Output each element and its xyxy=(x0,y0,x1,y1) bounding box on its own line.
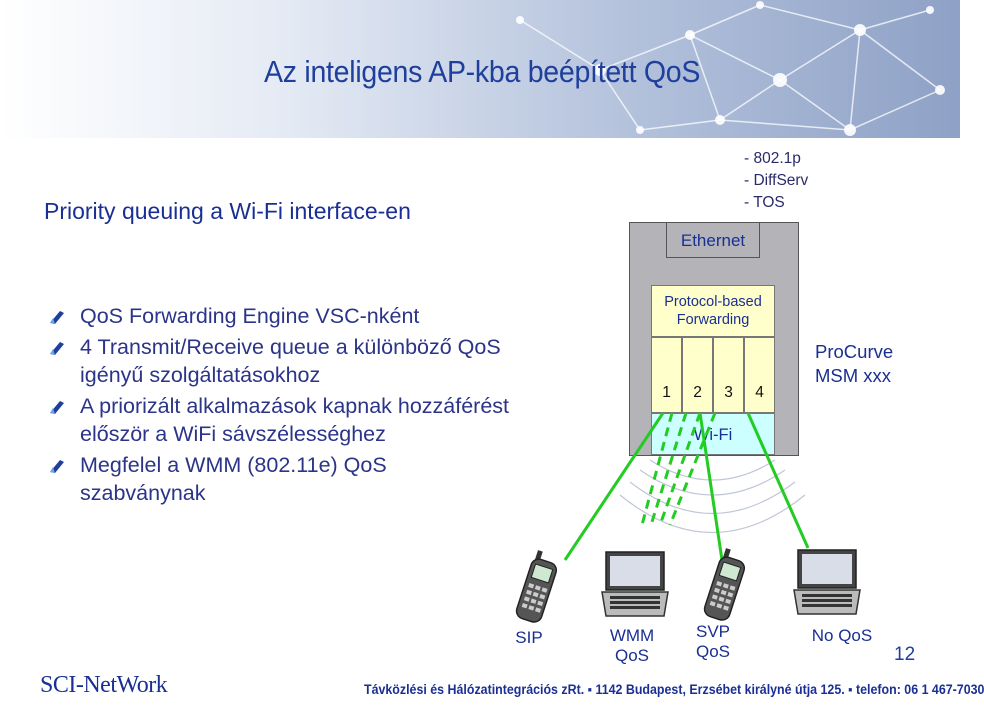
queue-4: 4 xyxy=(744,337,775,413)
ray-noqos xyxy=(746,412,810,549)
mobile-phone-icon xyxy=(515,550,558,623)
ethernet-port: Ethernet xyxy=(666,222,760,258)
bullet-text: A priorizált alkalmazások kapnak hozzáfé… xyxy=(80,394,510,446)
laptop-icon xyxy=(793,549,861,615)
bullet-text: 4 Transmit/Receive queue a különböző QoS… xyxy=(80,335,501,387)
bullet-item: QoS Forwarding Engine VSC-nként xyxy=(48,302,518,330)
client-label-line: SIP xyxy=(515,628,543,647)
ray-wmm xyxy=(658,412,702,526)
bullet-text: QoS Forwarding Engine VSC-nként xyxy=(80,304,420,328)
ray-sip xyxy=(563,412,665,561)
bullet-icon xyxy=(50,460,64,473)
bullet-item: 4 Transmit/Receive queue a különböző QoS… xyxy=(48,333,518,389)
client-label-sip: SIP xyxy=(508,628,550,648)
page-title: Az inteligens AP-kba beépített QoS xyxy=(264,54,701,89)
network-graphic xyxy=(516,1,945,136)
ethernet-tag: - 802.1p xyxy=(744,150,801,167)
ethernet-tag: - DiffServ xyxy=(744,172,809,189)
bullet-text: Megfelel a WMM (802.11e) QoS szabványnak xyxy=(80,453,387,505)
header-banner: Az inteligens AP-kba beépített QoS xyxy=(0,0,960,138)
bullet-item: Megfelel a WMM (802.11e) QoS szabványnak xyxy=(48,451,518,507)
client-label-line: QoS xyxy=(614,646,650,665)
slide-subtitle: Priority queuing a Wi-Fi interface-en xyxy=(44,198,411,224)
queue-1: 1 xyxy=(651,337,682,413)
ray-wmm xyxy=(668,412,717,526)
mobile-phone-icon xyxy=(703,548,746,621)
ray-wmm xyxy=(640,412,674,526)
bullet-icon xyxy=(50,401,64,414)
bullet-item: A priorizált alkalmazások kapnak hozzáfé… xyxy=(48,392,518,448)
client-label-wmm: WMM QoS xyxy=(604,626,660,666)
ray-svp xyxy=(698,412,724,561)
product-label-line: MSM xxx xyxy=(815,365,892,386)
queue-2: 2 xyxy=(682,337,713,413)
queue-3: 3 xyxy=(713,337,744,413)
ethernet-tags: - 802.1p - DiffServ - TOS xyxy=(744,148,808,214)
footer-address: Távközlési és Hálózatintegrációs zRt. ▪ … xyxy=(364,682,984,697)
client-label-line: SVP xyxy=(695,622,731,641)
bullet-list: QoS Forwarding Engine VSC-nként 4 Transm… xyxy=(48,302,518,510)
forwarding-label-line: Forwarding xyxy=(676,312,750,328)
forwarding-engine: Protocol-based Forwarding xyxy=(651,285,775,337)
product-label-line: ProCurve xyxy=(815,341,894,362)
bullet-icon xyxy=(50,311,64,324)
company-logo: SCI-NetWork xyxy=(40,672,168,698)
client-label-line: WMM xyxy=(609,626,655,645)
page-number: 12 xyxy=(894,644,916,665)
client-label-noqos: No QoS xyxy=(802,626,882,646)
forwarding-label-line: Protocol-based xyxy=(664,294,762,310)
client-label-line: QoS xyxy=(695,642,731,661)
radio-links xyxy=(563,412,810,561)
ray-wmm xyxy=(649,412,688,526)
footer-bar xyxy=(352,676,960,716)
client-label-svp: SVP QoS xyxy=(690,622,736,662)
laptop-icon xyxy=(601,551,669,617)
product-label: ProCurve MSM xxx xyxy=(815,340,893,388)
client-label-line: No QoS xyxy=(811,626,873,645)
ethernet-tag: - TOS xyxy=(744,194,785,211)
bullet-icon xyxy=(50,342,64,355)
